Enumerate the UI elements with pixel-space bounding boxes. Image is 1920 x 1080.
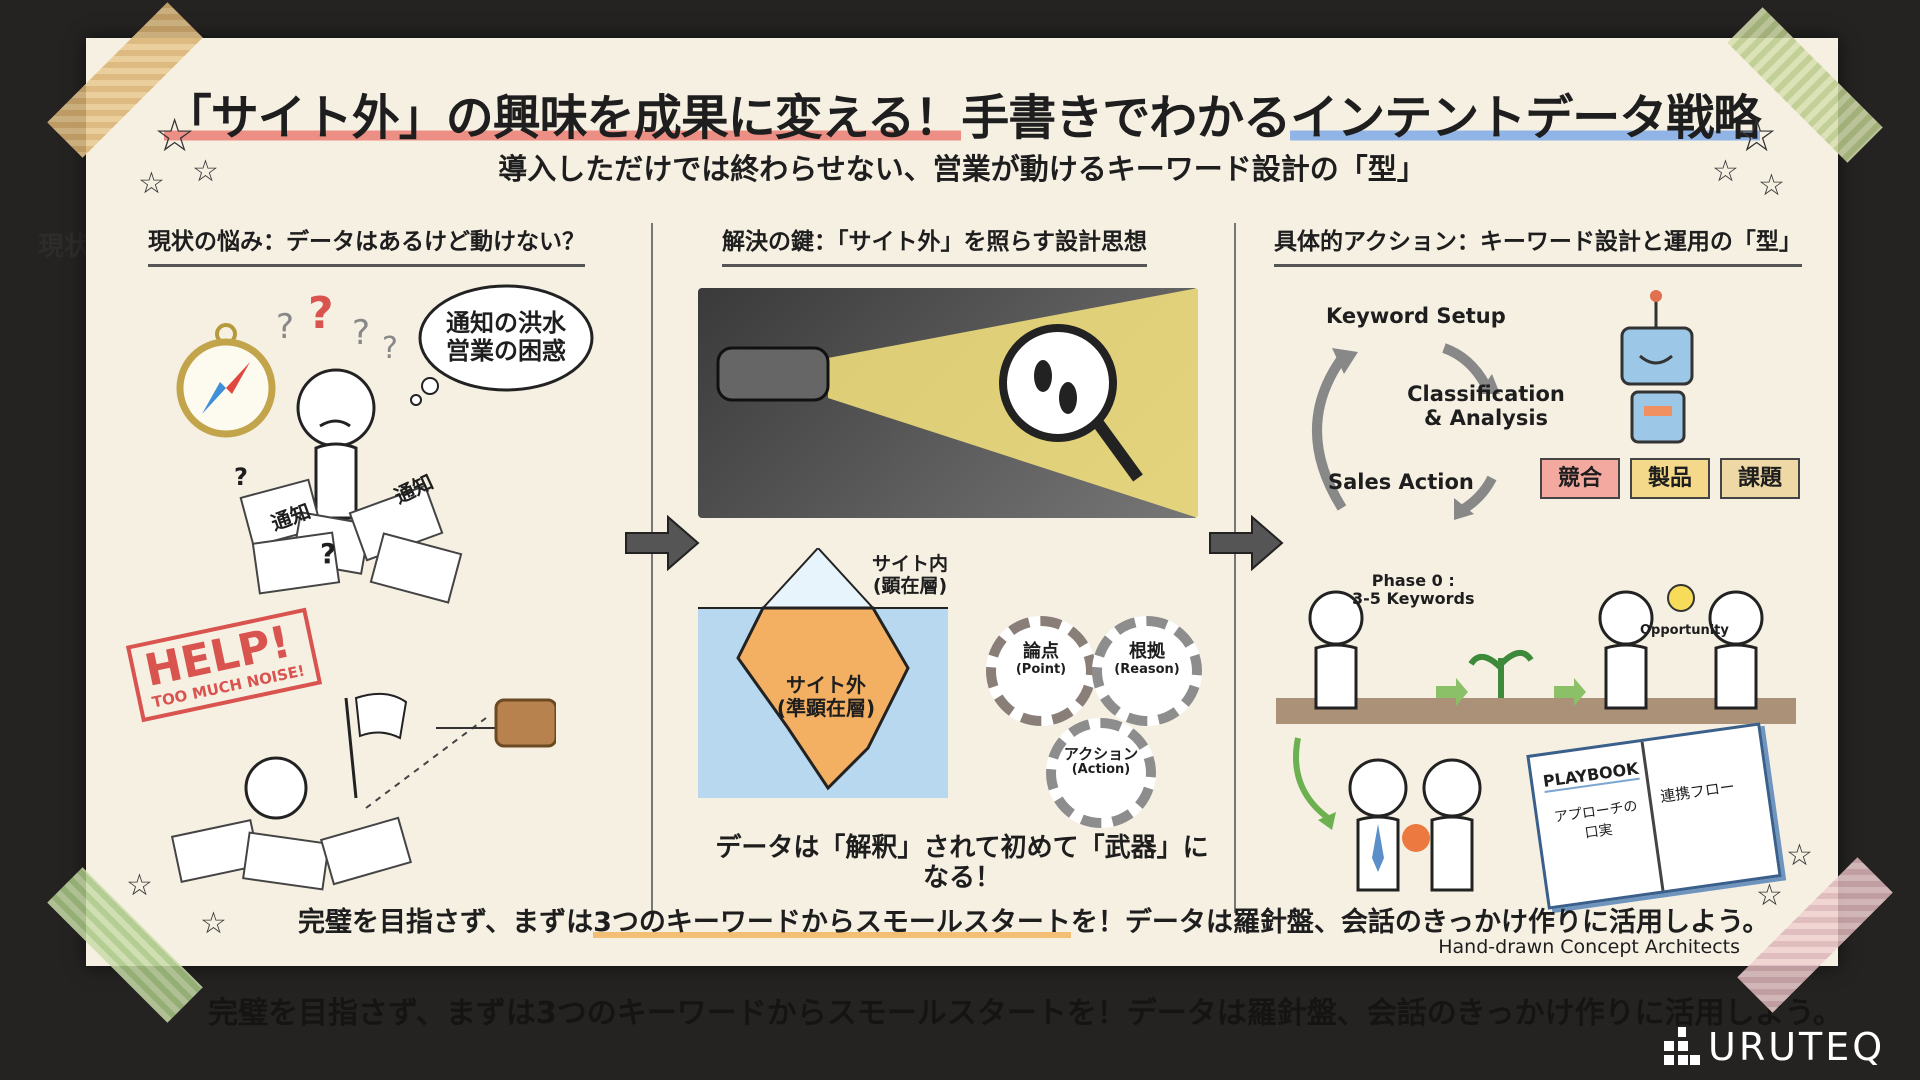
confused-person-illustration: ???? [239,288,463,604]
star-icon: ☆ [138,166,165,201]
iceberg-bottom-label: サイト外(準顕在層) [776,673,876,720]
star-icon: ☆ [126,868,153,903]
brand-logo-text: URUTEQ [1708,1025,1886,1069]
thought-bubble [410,284,594,406]
credit-text: Hand-drawn Concept Architects [1438,936,1740,958]
paper-label: ? [234,463,248,491]
phase-label: Phase 0 :3-5 Keywords [1352,571,1475,609]
iceberg-illustration [698,548,948,798]
infographic-paper: 「サイト外」の興味を成果に変える！手書きでわかるインテントデータ戦略 導入しただ… [86,38,1838,966]
gear-action-icon [1046,718,1156,828]
svg-text:?: ? [308,288,334,339]
paper-label: ? [320,537,337,570]
column-heading-action: 具体的アクション：キーワード設計と運用の「型」 [1274,222,1802,267]
gear-point-label: 論点(Point) [1015,641,1067,677]
category-box-competitor: 競合 [1540,458,1620,500]
cycle-step-classification: Classification & Analysis [1407,382,1565,431]
svg-text:?: ? [352,313,370,353]
playbook-title: PLAYBOOK [1541,758,1640,793]
cycle-step-keyword-setup: Keyword Setup [1326,304,1506,328]
star-icon: ☆ [192,154,219,189]
column-divider [651,223,653,913]
gear-action-label: アクション(Action) [1063,745,1139,778]
column-heading-solution: 解決の鍵：「サイト外」を照らす設計思想 [722,222,1148,267]
arrow-right-icon [1209,514,1284,572]
star-icon: ☆ [1758,168,1785,203]
solution-caption: データは「解釈」されて初めて「武器」になる！ [715,833,1209,893]
brand-logo-icon [1664,1027,1700,1065]
thought-bubble-text: 通知の洪水営業の困惑 [446,309,566,365]
playbook-illustration: PLAYBOOK アプローチの口実 連携フロー [1526,722,1782,910]
footer-message: 完璧を目指さず、まずは3つのキーワードからスモールスタートを！データは羅針盤、会… [298,907,1770,938]
gear-reason-icon [1092,616,1202,726]
star-icon: ☆ [1736,108,1778,162]
cycle-arrows-icon [1312,343,1500,520]
gear-point-icon [986,616,1096,726]
spotlight-illustration [698,288,1198,518]
category-box-issue: 課題 [1720,458,1800,500]
star-icon: ☆ [1786,838,1813,873]
star-icon: ☆ [1756,878,1783,913]
svg-text:?: ? [276,307,294,347]
opportunity-label: Opportunity [1640,623,1729,638]
background-echo-heading: 現状 [38,232,91,262]
page-subtitle: 導入しただけでは終わらせない、営業が動けるキーワード設計の「型」 [498,152,1426,186]
category-box-product: 製品 [1630,458,1710,500]
star-icon: ☆ [200,906,227,941]
star-icon: ☆ [154,108,196,162]
svg-text:?: ? [382,331,398,366]
cycle-step-sales-action: Sales Action [1328,470,1474,494]
arrow-right-icon [625,514,700,572]
robot-icon [1620,290,1694,444]
brand-logo: URUTEQ [1664,1025,1885,1069]
compass-icon [176,323,276,438]
column-heading-problem: 現状の悩み：データはあるけど動けない？ [148,222,585,267]
star-icon: ☆ [1712,154,1739,189]
overwhelmed-person-illustration [170,692,556,891]
page-title: 「サイト外」の興味を成果に変える！手書きでわかるインテントデータ戦略 [163,90,1761,146]
playbook-left-text: アプローチの口実 [1553,798,1639,842]
background-echo-text: 完璧を目指さず、まずは3つのキーワードからスモールスタートを！データは羅針盤、会… [208,996,1843,1031]
column-divider [1234,223,1236,913]
iceberg-top-label: サイト内(顕在層) [872,553,949,597]
people-sharing-apple-illustration [1293,737,1482,892]
growth-process-illustration [1276,584,1796,724]
gear-reason-label: 根拠(Reason) [1114,641,1180,677]
playbook-right-text: 連携フロー [1659,777,1736,806]
